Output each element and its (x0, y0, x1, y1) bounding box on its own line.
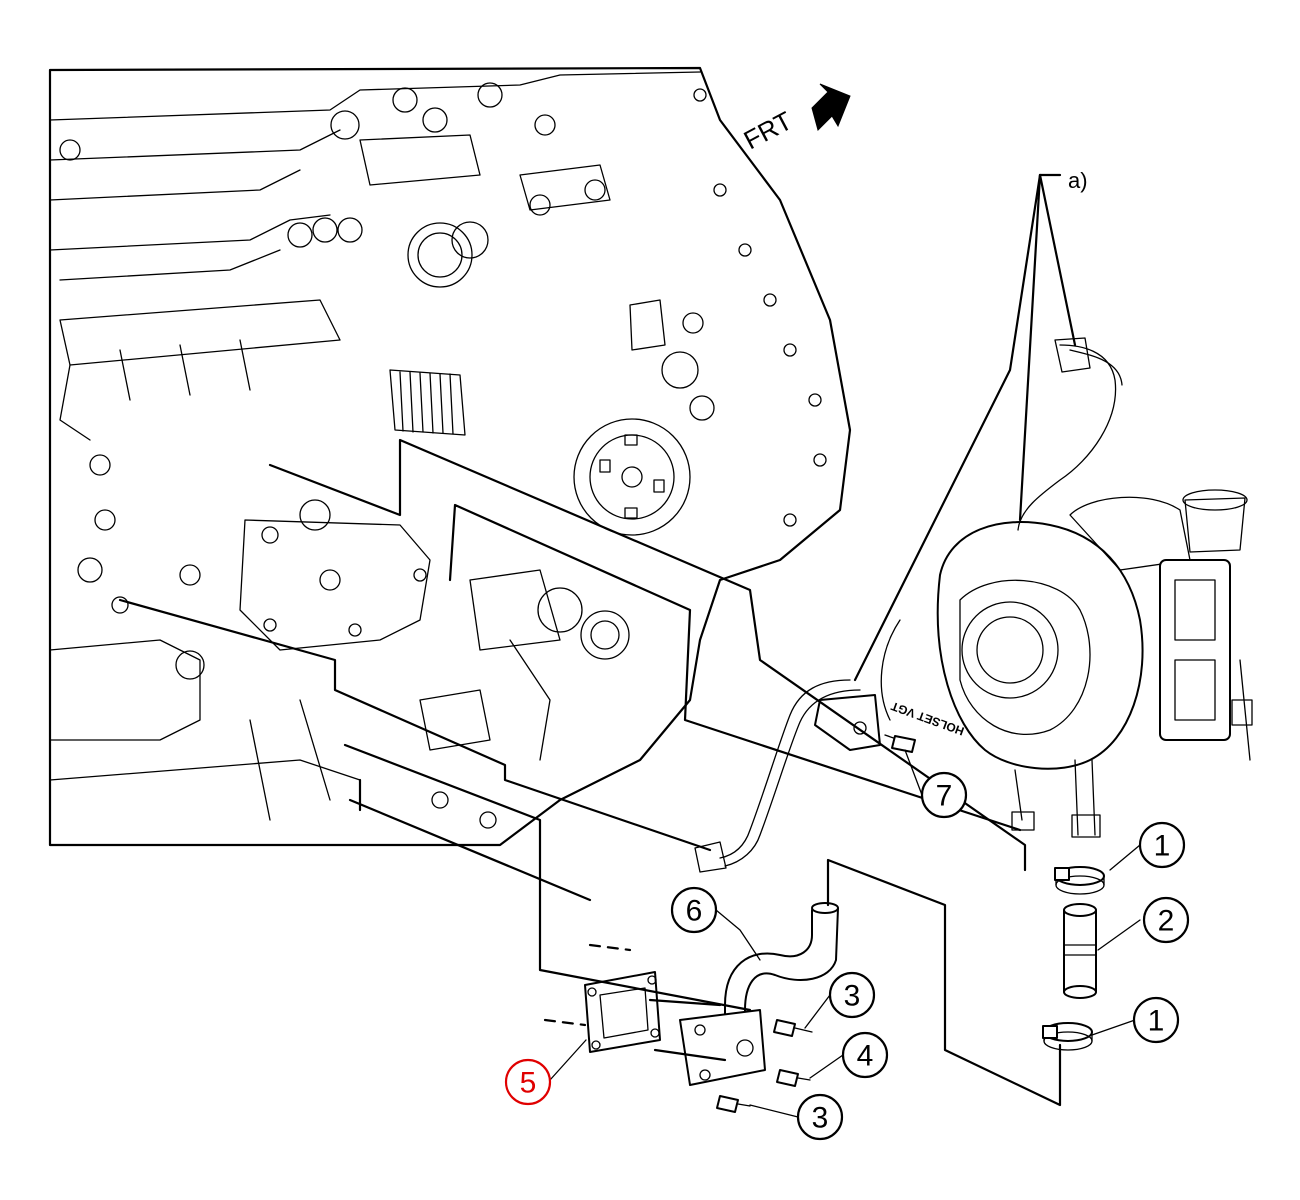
callout-number: 3 (812, 1102, 829, 1135)
clamp-lower-part (1042, 1022, 1093, 1051)
callout-number: 2 (1158, 905, 1175, 938)
hose-part (1063, 903, 1097, 999)
gasket-part (584, 971, 661, 1053)
capscrew-middle-part (776, 1069, 811, 1087)
callout-5: 5 (504, 1058, 552, 1106)
callout-1-upper: 1 (1138, 821, 1186, 869)
capscrew-lower-part (716, 1095, 751, 1113)
capscrew-upper-part (773, 1019, 813, 1037)
leader-lines (549, 749, 1141, 1118)
callout-number: 1 (1148, 1005, 1165, 1038)
callout-7: 7 (920, 771, 968, 819)
callout-number: 3 (844, 980, 861, 1013)
assembly-lines (118, 173, 1077, 1107)
callout-number: 7 (936, 780, 953, 813)
drain-tube-part (679, 902, 839, 1086)
note-label: a) (1068, 168, 1088, 193)
callout-number: 1 (1154, 830, 1171, 863)
callout-2: 2 (1142, 896, 1190, 944)
oil-tube-bracket-drawing (694, 679, 916, 873)
callout-number: 5 (520, 1067, 537, 1100)
callout-number: 4 (857, 1040, 874, 1073)
turbocharger-drawing: HOLSET VGT (880, 337, 1253, 838)
callout-3-upper: 3 (828, 971, 876, 1019)
callout-4: 4 (841, 1031, 889, 1079)
front-label: FRT (739, 105, 797, 155)
callout-1-lower: 1 (1132, 996, 1180, 1044)
front-arrow-icon (811, 83, 851, 131)
callout-number: 6 (686, 895, 703, 928)
front-direction-indicator: FRT (739, 83, 851, 155)
callout-6: 6 (670, 886, 718, 934)
engine-block-drawing (48, 66, 852, 847)
clamp-upper-part (1054, 866, 1105, 895)
callout-3-lower: 3 (796, 1093, 844, 1141)
